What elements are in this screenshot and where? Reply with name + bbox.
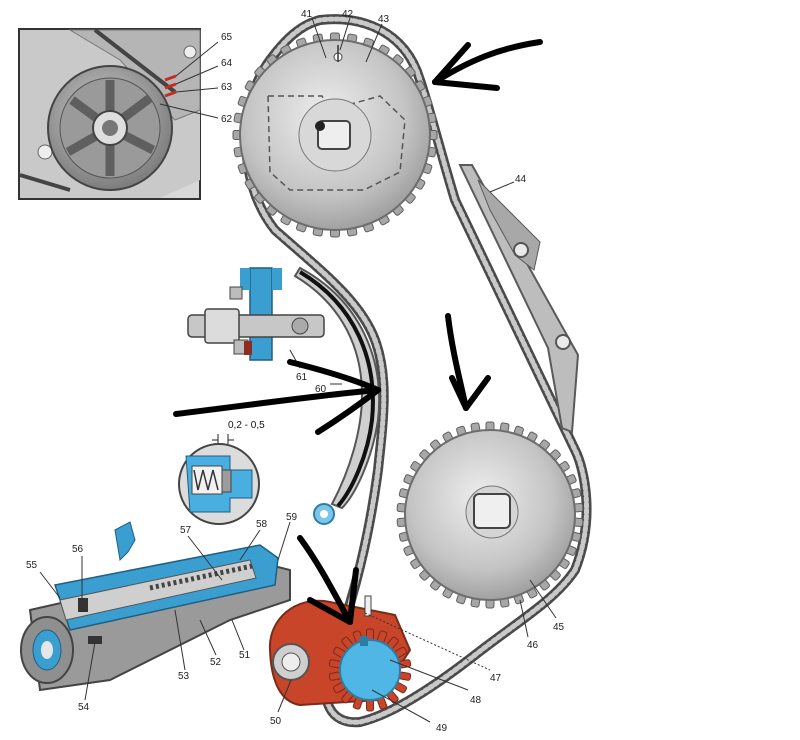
callout-62: 62 bbox=[221, 114, 233, 125]
callout-48: 48 bbox=[470, 695, 482, 706]
crankshaft-sprocket-assembly: 46 47 48 49 50 bbox=[268, 595, 539, 734]
inset-crankshaft-pulley: 65 64 63 62 bbox=[18, 28, 233, 200]
callout-52: 52 bbox=[210, 657, 222, 668]
tensioner-bolt-assembly: 61 bbox=[187, 267, 325, 383]
auxiliary-sprocket: 45 bbox=[396, 421, 584, 633]
timing-chain bbox=[241, 14, 592, 728]
tensioner-shoe: 60 bbox=[293, 266, 381, 525]
callout-54: 54 bbox=[78, 702, 90, 713]
callout-43: 43 bbox=[378, 14, 390, 25]
arrow-left-tensioner bbox=[173, 359, 381, 435]
clearance-detail: 0,2 - 0,5 bbox=[178, 420, 265, 525]
callout-49: 49 bbox=[436, 723, 448, 734]
arrow-down-crank bbox=[297, 535, 359, 625]
callout-57: 57 bbox=[180, 525, 192, 536]
callout-51: 51 bbox=[239, 650, 251, 661]
callout-55: 55 bbox=[26, 560, 38, 571]
arrow-top-right bbox=[432, 39, 543, 91]
chain-guide: 44 bbox=[458, 164, 580, 434]
clearance-measurement: 0,2 - 0,5 bbox=[228, 420, 265, 431]
callout-63: 63 bbox=[221, 82, 233, 93]
crank-sprocket-tooth bbox=[366, 699, 374, 712]
callout-59: 59 bbox=[286, 512, 298, 523]
callout-56: 56 bbox=[72, 544, 84, 555]
callout-42: 42 bbox=[342, 9, 354, 20]
callout-41: 41 bbox=[301, 9, 313, 20]
camshaft-sprocket: 41 42 43 bbox=[232, 9, 438, 238]
arrow-down-middle bbox=[445, 313, 491, 411]
callout-45: 45 bbox=[553, 622, 565, 633]
callout-44: 44 bbox=[515, 174, 527, 185]
annotation-arrows bbox=[173, 39, 543, 625]
callout-58: 58 bbox=[256, 519, 268, 530]
callout-46: 46 bbox=[527, 640, 539, 651]
callout-61: 61 bbox=[296, 372, 308, 383]
tensioner-cutaway: 55 56 57 58 59 54 53 52 51 bbox=[20, 512, 298, 713]
callout-64: 64 bbox=[221, 58, 233, 69]
callout-53: 53 bbox=[178, 671, 190, 682]
callout-60: 60 bbox=[315, 384, 327, 395]
callout-65: 65 bbox=[221, 32, 233, 43]
callout-47: 47 bbox=[490, 673, 502, 684]
callout-50: 50 bbox=[270, 716, 282, 727]
